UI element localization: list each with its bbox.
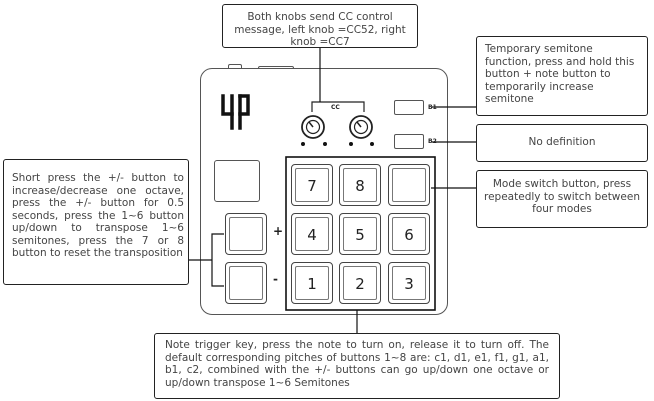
knob-left: [301, 115, 325, 139]
note-key-5[interactable]: 5: [339, 213, 381, 255]
note-key-4[interactable]: 4: [291, 213, 333, 255]
mode-switch-button[interactable]: [388, 164, 430, 206]
b1-button[interactable]: [394, 100, 424, 115]
note-key-1[interactable]: 1: [291, 262, 333, 304]
minus-button[interactable]: [225, 262, 267, 304]
knob-right: [349, 115, 373, 139]
logo-icon: [221, 94, 250, 130]
note-keys-outline: [285, 156, 436, 311]
plus-button[interactable]: [225, 213, 267, 255]
note-key-2[interactable]: 2: [339, 262, 381, 304]
note-key-3[interactable]: 3: [388, 262, 430, 304]
note-key-8-label: 8: [355, 177, 365, 195]
plus-label: +: [273, 224, 284, 238]
mode-switch-callout: Mode switch button, press repeatedly to …: [476, 170, 648, 228]
note-key-6-label: 6: [404, 226, 414, 244]
b2-label: B2: [428, 138, 437, 145]
note-key-4-label: 4: [307, 226, 317, 244]
note-key-3-label: 3: [404, 275, 414, 293]
note-key-1-label: 1: [307, 275, 317, 293]
display-panel: [214, 160, 260, 202]
cc-label: CC: [331, 104, 340, 111]
octave-transpose-callout: Short press the +/- button to increase/d…: [3, 159, 189, 285]
no-definition-callout: No definition: [476, 124, 648, 162]
note-trigger-callout: Note trigger key, press the note to turn…: [154, 333, 560, 399]
cc-callout: Both knobs send CC control message, left…: [222, 4, 418, 48]
note-key-6[interactable]: 6: [388, 213, 430, 255]
note-key-5-label: 5: [355, 226, 365, 244]
minus-label: -: [273, 272, 278, 286]
b1-label: B1: [428, 104, 437, 111]
note-key-7-label: 7: [307, 177, 317, 195]
note-key-2-label: 2: [355, 275, 365, 293]
b2-button[interactable]: [394, 134, 424, 149]
note-key-7[interactable]: 7: [291, 164, 333, 206]
semitone-callout: Temporary semitone function, press and h…: [476, 36, 648, 116]
note-key-8[interactable]: 8: [339, 164, 381, 206]
